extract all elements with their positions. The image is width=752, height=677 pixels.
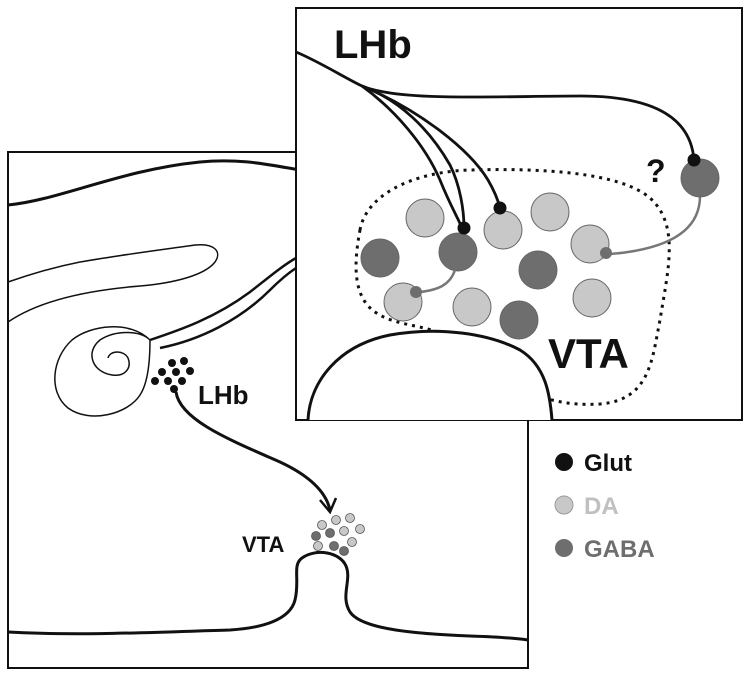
gaba-terminal: [410, 286, 422, 298]
sagittal-lhb-label: LHb: [198, 380, 249, 410]
legend-glut-swatch: [555, 453, 573, 471]
glut-terminal: [493, 201, 507, 215]
vta-da-neuron: [331, 515, 341, 525]
dorsal-brain-contour: [7, 159, 301, 207]
gaba-neuron: [360, 238, 400, 278]
lhb-axons: [295, 50, 696, 229]
question-mark-label: ?: [646, 153, 666, 189]
axon-to-da: [361, 84, 502, 209]
inset-lhb-label: LHb: [334, 23, 412, 67]
gaba-to-da-long-connection: [609, 195, 702, 256]
callosal-contour: [7, 243, 219, 323]
gaba-neuron: [438, 232, 478, 272]
lhb-neuron: [170, 385, 178, 393]
da-neuron: [405, 198, 445, 238]
legend-glut-label: Glut: [584, 450, 632, 477]
lhb-neuron-cluster: [151, 357, 194, 393]
axon-to-gaba-question: [295, 50, 696, 161]
vta-da-neuron: [317, 520, 327, 530]
da-neuron: [530, 192, 570, 232]
vta-gaba-neuron: [339, 546, 349, 556]
da-neuron: [452, 287, 492, 327]
sagittal-vta-label: VTA: [242, 532, 284, 557]
glut-terminal: [457, 221, 471, 235]
inset-ventral-structure: [306, 329, 554, 421]
sagittal-vta-cluster: [311, 513, 365, 556]
vta-gaba-neuron: [329, 541, 339, 551]
vta-da-neuron: [345, 513, 355, 523]
da-neuron: [570, 224, 610, 264]
legend-da-label: DA: [584, 493, 619, 520]
lhb-afferent-fibers: [149, 256, 297, 350]
ventral-brain-contour: [7, 550, 529, 642]
legend-gaba-label: GABA: [584, 536, 655, 563]
vta-gaba-neuron: [311, 531, 321, 541]
da-neuron: [572, 278, 612, 318]
gaba-to-da-connection: [419, 269, 457, 294]
lhb-neuron: [151, 377, 159, 385]
gaba-terminal: [600, 247, 612, 259]
lhb-vta-projection: [174, 391, 332, 511]
inset-panel: LHb: [295, 7, 743, 421]
gaba-neuron: [499, 300, 539, 340]
glut-terminal: [687, 153, 701, 167]
legend-da-swatch: [554, 495, 574, 515]
lhb-neuron: [172, 368, 180, 376]
da-neuron: [483, 210, 523, 250]
lhb-neuron: [180, 357, 188, 365]
question-gaba-neuron: [680, 158, 720, 198]
lhb-neuron: [168, 359, 176, 367]
lhb-neuron: [164, 377, 172, 385]
vta-da-neuron: [339, 526, 349, 536]
thalamus-contour: [54, 326, 151, 417]
axon-branch: [361, 84, 464, 229]
vta-boundary: [354, 168, 671, 406]
lhb-neuron: [186, 367, 194, 375]
lhb-neuron: [158, 368, 166, 376]
gaba-neuron: [518, 250, 558, 290]
lhb-neuron: [178, 377, 186, 385]
vta-gaba-neuron: [325, 528, 335, 538]
vta-da-neuron: [355, 524, 365, 534]
legend-gaba-swatch: [555, 539, 573, 557]
inset-vta-label: VTA: [548, 330, 629, 377]
legend: Glut DA GABA: [554, 450, 655, 563]
vta-da-neuron: [313, 541, 323, 551]
projection-arrowhead: [319, 497, 338, 515]
vta-da-neuron: [347, 537, 357, 547]
